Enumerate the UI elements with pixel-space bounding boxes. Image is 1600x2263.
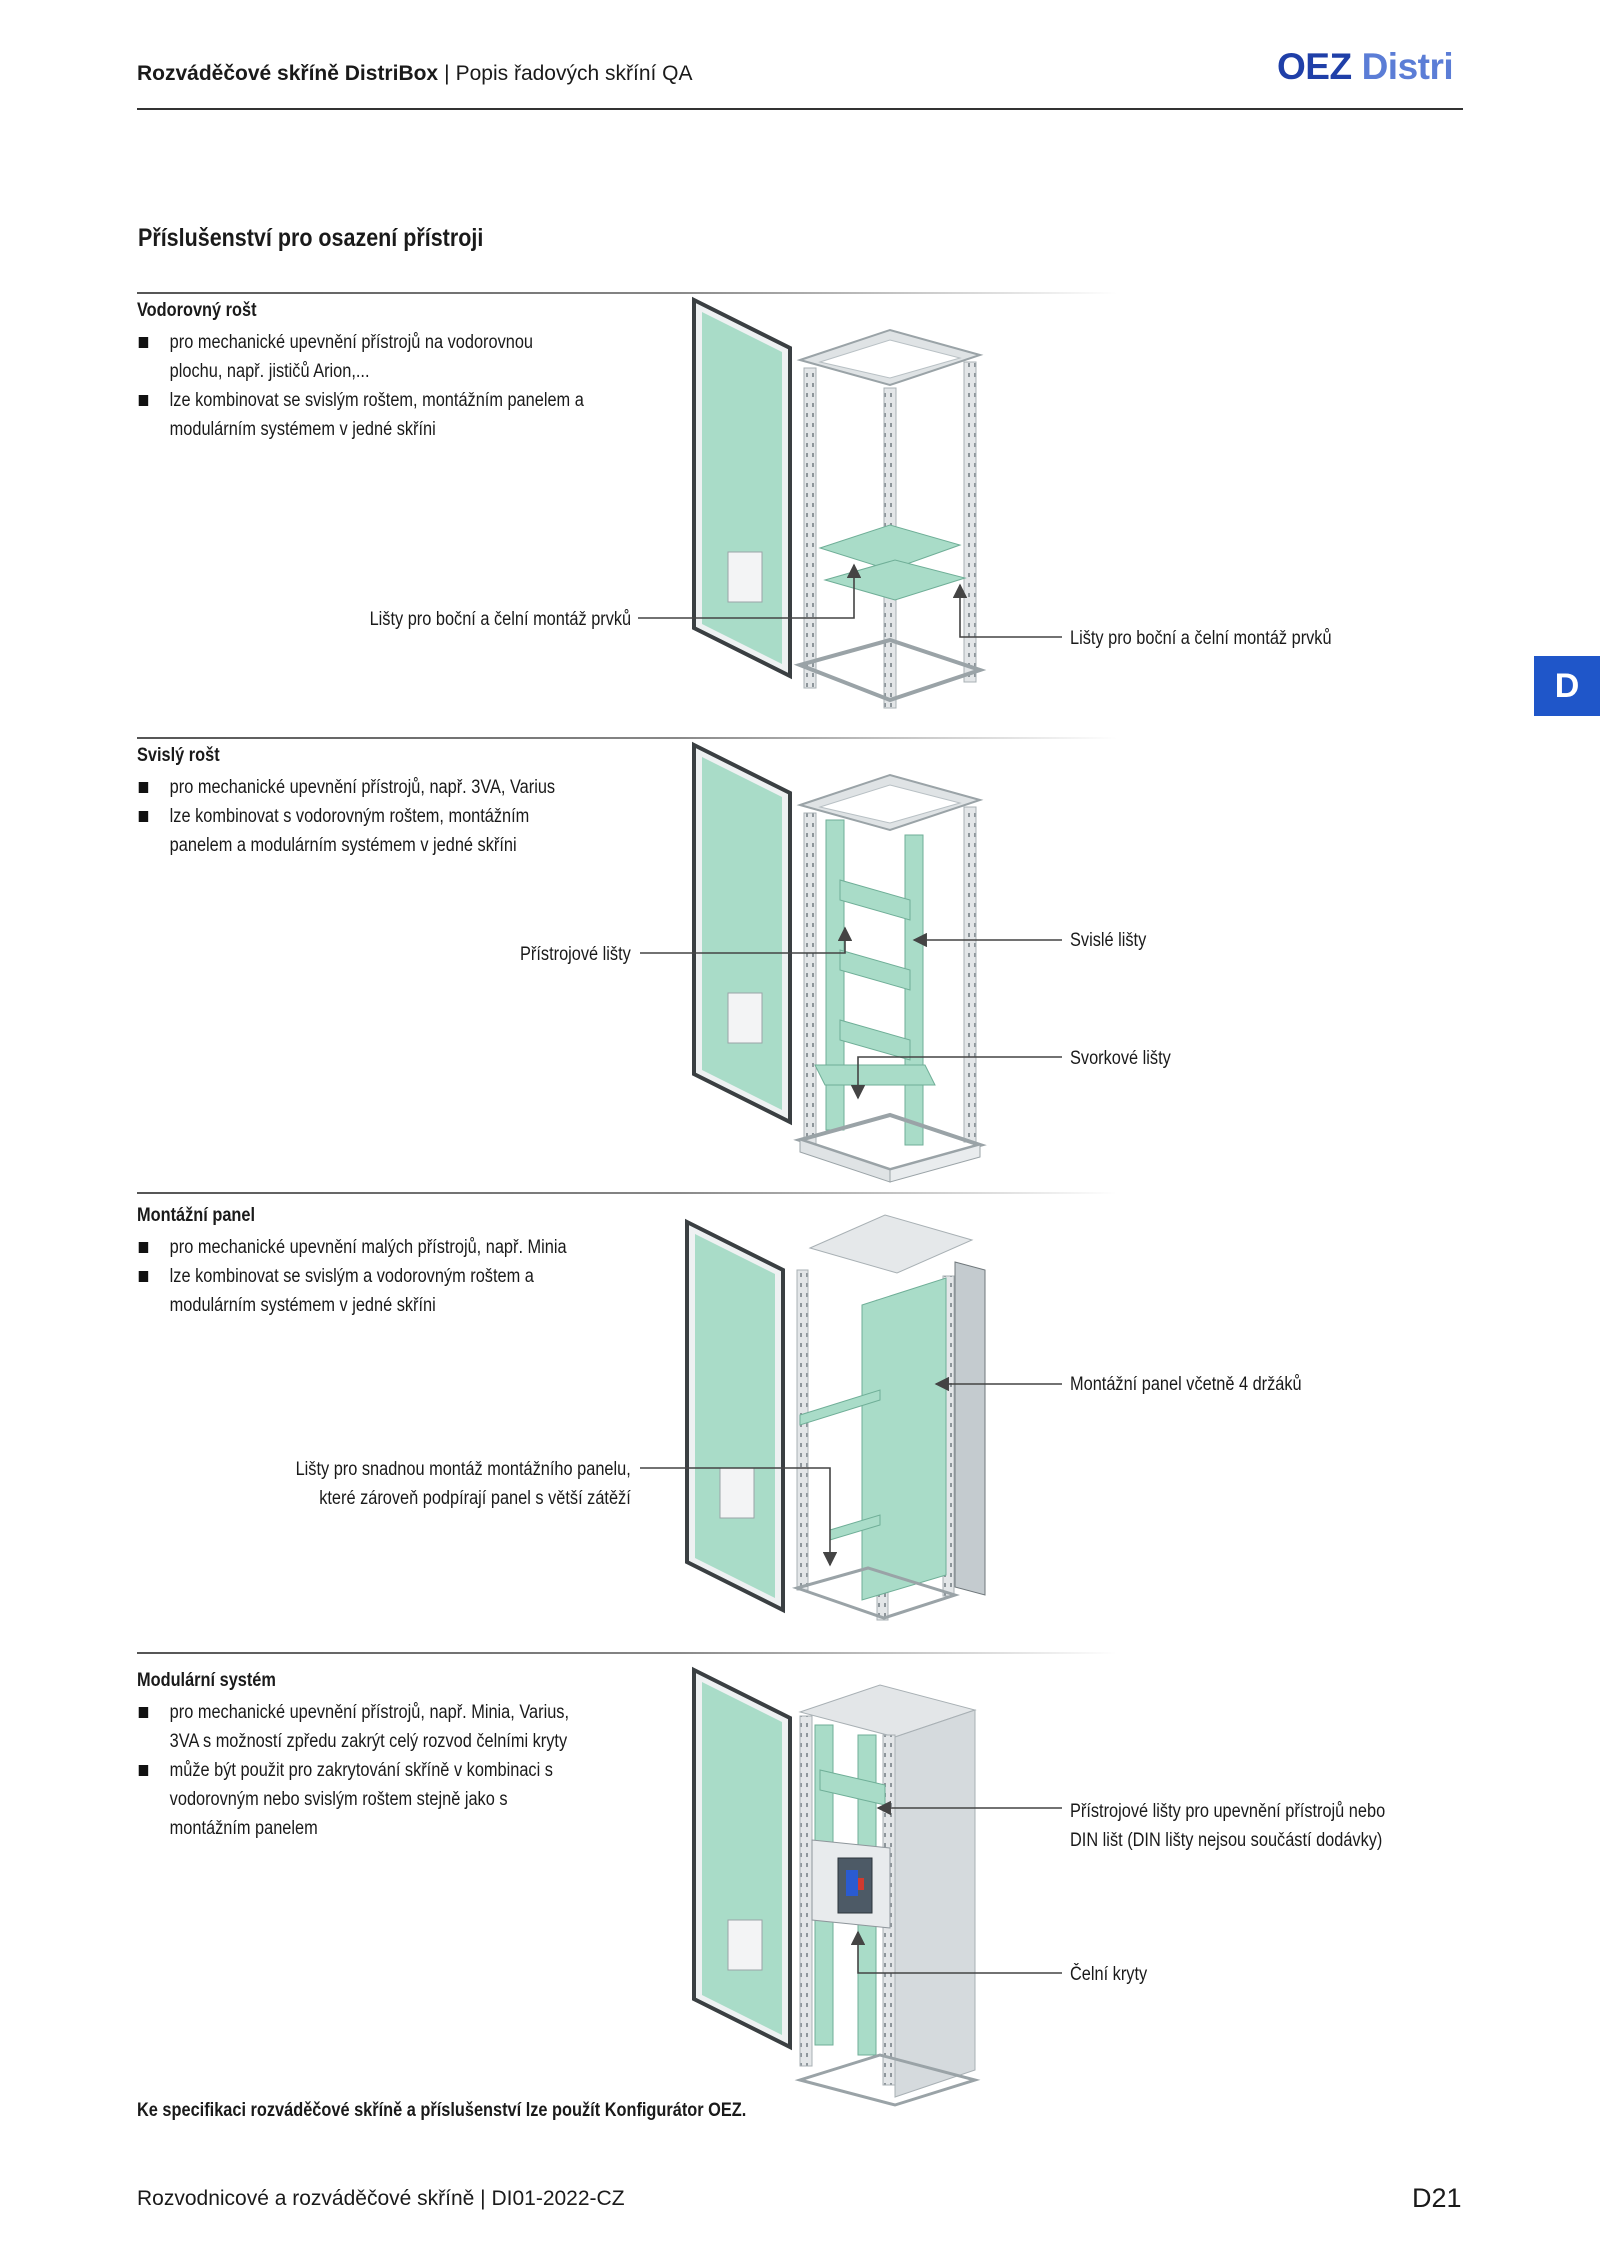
section-bullets: pro mechanické upevnění přístrojů, např.… — [137, 773, 584, 860]
section-title-svisly-rost: Svislý rošt — [137, 745, 220, 766]
section-title-montazni-panel: Montážní panel — [137, 1205, 256, 1226]
callout-label: Přístrojové lišty — [520, 940, 631, 969]
header-separator: | — [444, 62, 450, 85]
callout-label: Svislé lišty — [1070, 926, 1146, 955]
bullet-item: pro mechanické upevnění přístrojů na vod… — [137, 328, 584, 386]
cabinet-illustration-mounting-panel — [640, 1214, 1062, 1621]
callout-label: Montážní panel včetně 4 držáků — [1070, 1370, 1302, 1399]
bullet-item: pro mechanické upevnění malých přístrojů… — [137, 1233, 584, 1262]
bullet-item: může být použit pro zakrytování skříně v… — [137, 1756, 584, 1843]
header-title-regular: Popis řadových skříní QA — [455, 62, 693, 85]
callout-label: Čelní kryty — [1070, 1960, 1147, 1989]
section-bullets: pro mechanické upevnění malých přístrojů… — [137, 1233, 584, 1320]
page-heading: Příslušenství pro osazení přístroji — [138, 224, 484, 252]
section-divider — [137, 1652, 1117, 1654]
bullet-item: pro mechanické upevnění přístrojů, např.… — [137, 773, 584, 802]
section-title-modularni-system: Modulární systém — [137, 1670, 276, 1691]
header-title-bold: Rozváděčové skříně DistriBox — [137, 62, 439, 85]
section-divider — [137, 1192, 1117, 1194]
bullet-item: pro mechanické upevnění přístrojů, např.… — [137, 1698, 584, 1756]
bullet-item: lze kombinovat se svislým roštem, montáž… — [137, 386, 584, 444]
section-title-vodorovny-rost: Vodorovný rošt — [137, 300, 257, 321]
callout-label: Lišty pro boční a čelní montáž prvků — [1070, 624, 1332, 653]
callout-line: Montážní panel včetně 4 držáků — [1070, 1374, 1302, 1395]
configurator-footnote: Ke specifikaci rozváděčové skříně a přís… — [137, 2100, 747, 2121]
callout-label: Přístrojové lišty pro upevnění přístrojů… — [1070, 1797, 1385, 1855]
callout-line: Svorkové lišty — [1070, 1048, 1171, 1069]
section-bullets: pro mechanické upevnění přístrojů, např.… — [137, 1698, 584, 1843]
cabinet-illustration-modular-system — [692, 1666, 1062, 2107]
callout-label: Lišty pro boční a čelní montáž prvků — [369, 605, 631, 634]
callout-label: Svorkové lišty — [1070, 1044, 1171, 1073]
header-title: Rozváděčové skříně DistriBox|Popis řadov… — [137, 62, 693, 86]
page-number: D21 — [1412, 2183, 1462, 2213]
section-divider — [137, 292, 1117, 294]
callout-line: Lišty pro boční a čelní montáž prvků — [369, 609, 631, 630]
callout-line: DIN lišt (DIN lišty nejsou součástí dodá… — [1070, 1830, 1383, 1851]
bullet-item: lze kombinovat se svislým a vodorovným r… — [137, 1262, 584, 1320]
chapter-tab[interactable]: D — [1534, 656, 1600, 716]
callout-line: Lišty pro snadnou montáž montážního pane… — [295, 1459, 631, 1480]
callout-line: které zároveň podpírají panel s větší zá… — [319, 1488, 631, 1509]
cabinet-illustration-vertical-grid — [640, 741, 1062, 1183]
callout-line: Přístrojové lišty pro upevnění přístrojů… — [1070, 1801, 1386, 1822]
callout-line: Svislé lišty — [1070, 930, 1147, 951]
cabinet-illustration-horizontal-grid — [638, 296, 1062, 709]
footer-document-title: Rozvodnicové a rozváděčové skříně | DI01… — [137, 2187, 625, 2210]
header-rule — [137, 108, 1463, 110]
callout-label: Lišty pro snadnou montáž montážního pane… — [296, 1455, 631, 1513]
callout-line: Přístrojové lišty — [520, 944, 631, 965]
logo-distri: Distri — [1361, 46, 1454, 87]
section-bullets: pro mechanické upevnění přístrojů na vod… — [137, 328, 584, 444]
callout-line: Lišty pro boční a čelní montáž prvků — [1070, 628, 1332, 649]
callout-line: Čelní kryty — [1070, 1964, 1148, 1985]
bullet-item: lze kombinovat s vodorovným roštem, mont… — [137, 802, 584, 860]
section-divider — [137, 737, 1117, 739]
logo-oez: OEZ — [1277, 46, 1352, 87]
